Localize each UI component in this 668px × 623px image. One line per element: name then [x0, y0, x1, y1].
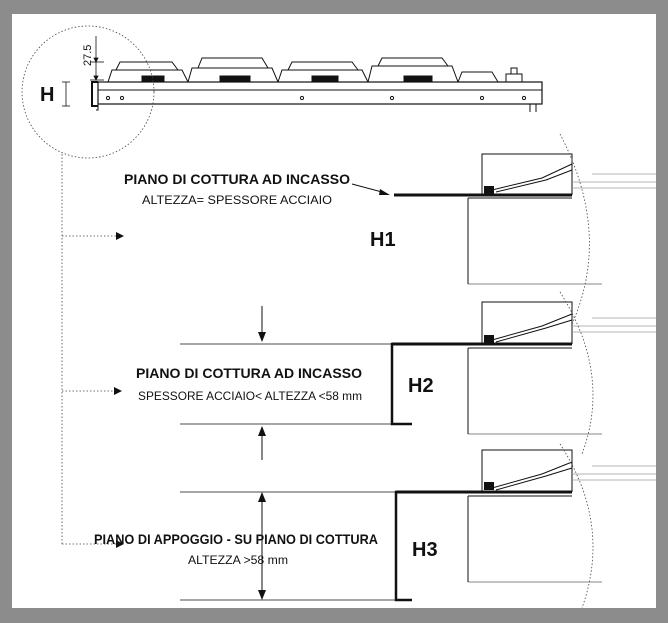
section-h3-title: PIANO DI APPOGGIO - SU PIANO DI COTTURA: [94, 531, 378, 547]
leader-arrowheads: [114, 232, 124, 548]
h-bracket: [91, 81, 98, 107]
leader-lines: [61, 154, 116, 545]
section-h2-title: PIANO DI COTTURA AD INCASSO: [136, 365, 362, 381]
section-h1-label: H1: [370, 229, 396, 251]
dimension-lines: [62, 36, 104, 107]
section-h2-label: H2: [408, 375, 434, 397]
section-h1: [351, 133, 656, 325]
section-h1-subtitle: ALTEZZA= SPESSORE ACCIAIO: [142, 193, 332, 207]
section-h2: [180, 291, 656, 460]
dim-27-5: 27.5: [82, 45, 94, 66]
section-h3-label: H3: [412, 539, 438, 561]
detail-circle: [21, 25, 155, 159]
diagram-panel: 27.5 H: [12, 14, 656, 608]
hob-top-elevation: [96, 57, 543, 112]
section-h3-subtitle: ALTEZZA >58 mm: [188, 553, 288, 567]
h-label: H: [40, 84, 54, 106]
hob-installation-diagram: 27.5 H: [21, 25, 656, 608]
section-h3: [180, 443, 656, 608]
section-h1-title: PIANO DI COTTURA AD INCASSO: [124, 171, 350, 187]
section-h2-subtitle: SPESSORE ACCIAIO< ALTEZZA <58 mm: [138, 389, 362, 403]
